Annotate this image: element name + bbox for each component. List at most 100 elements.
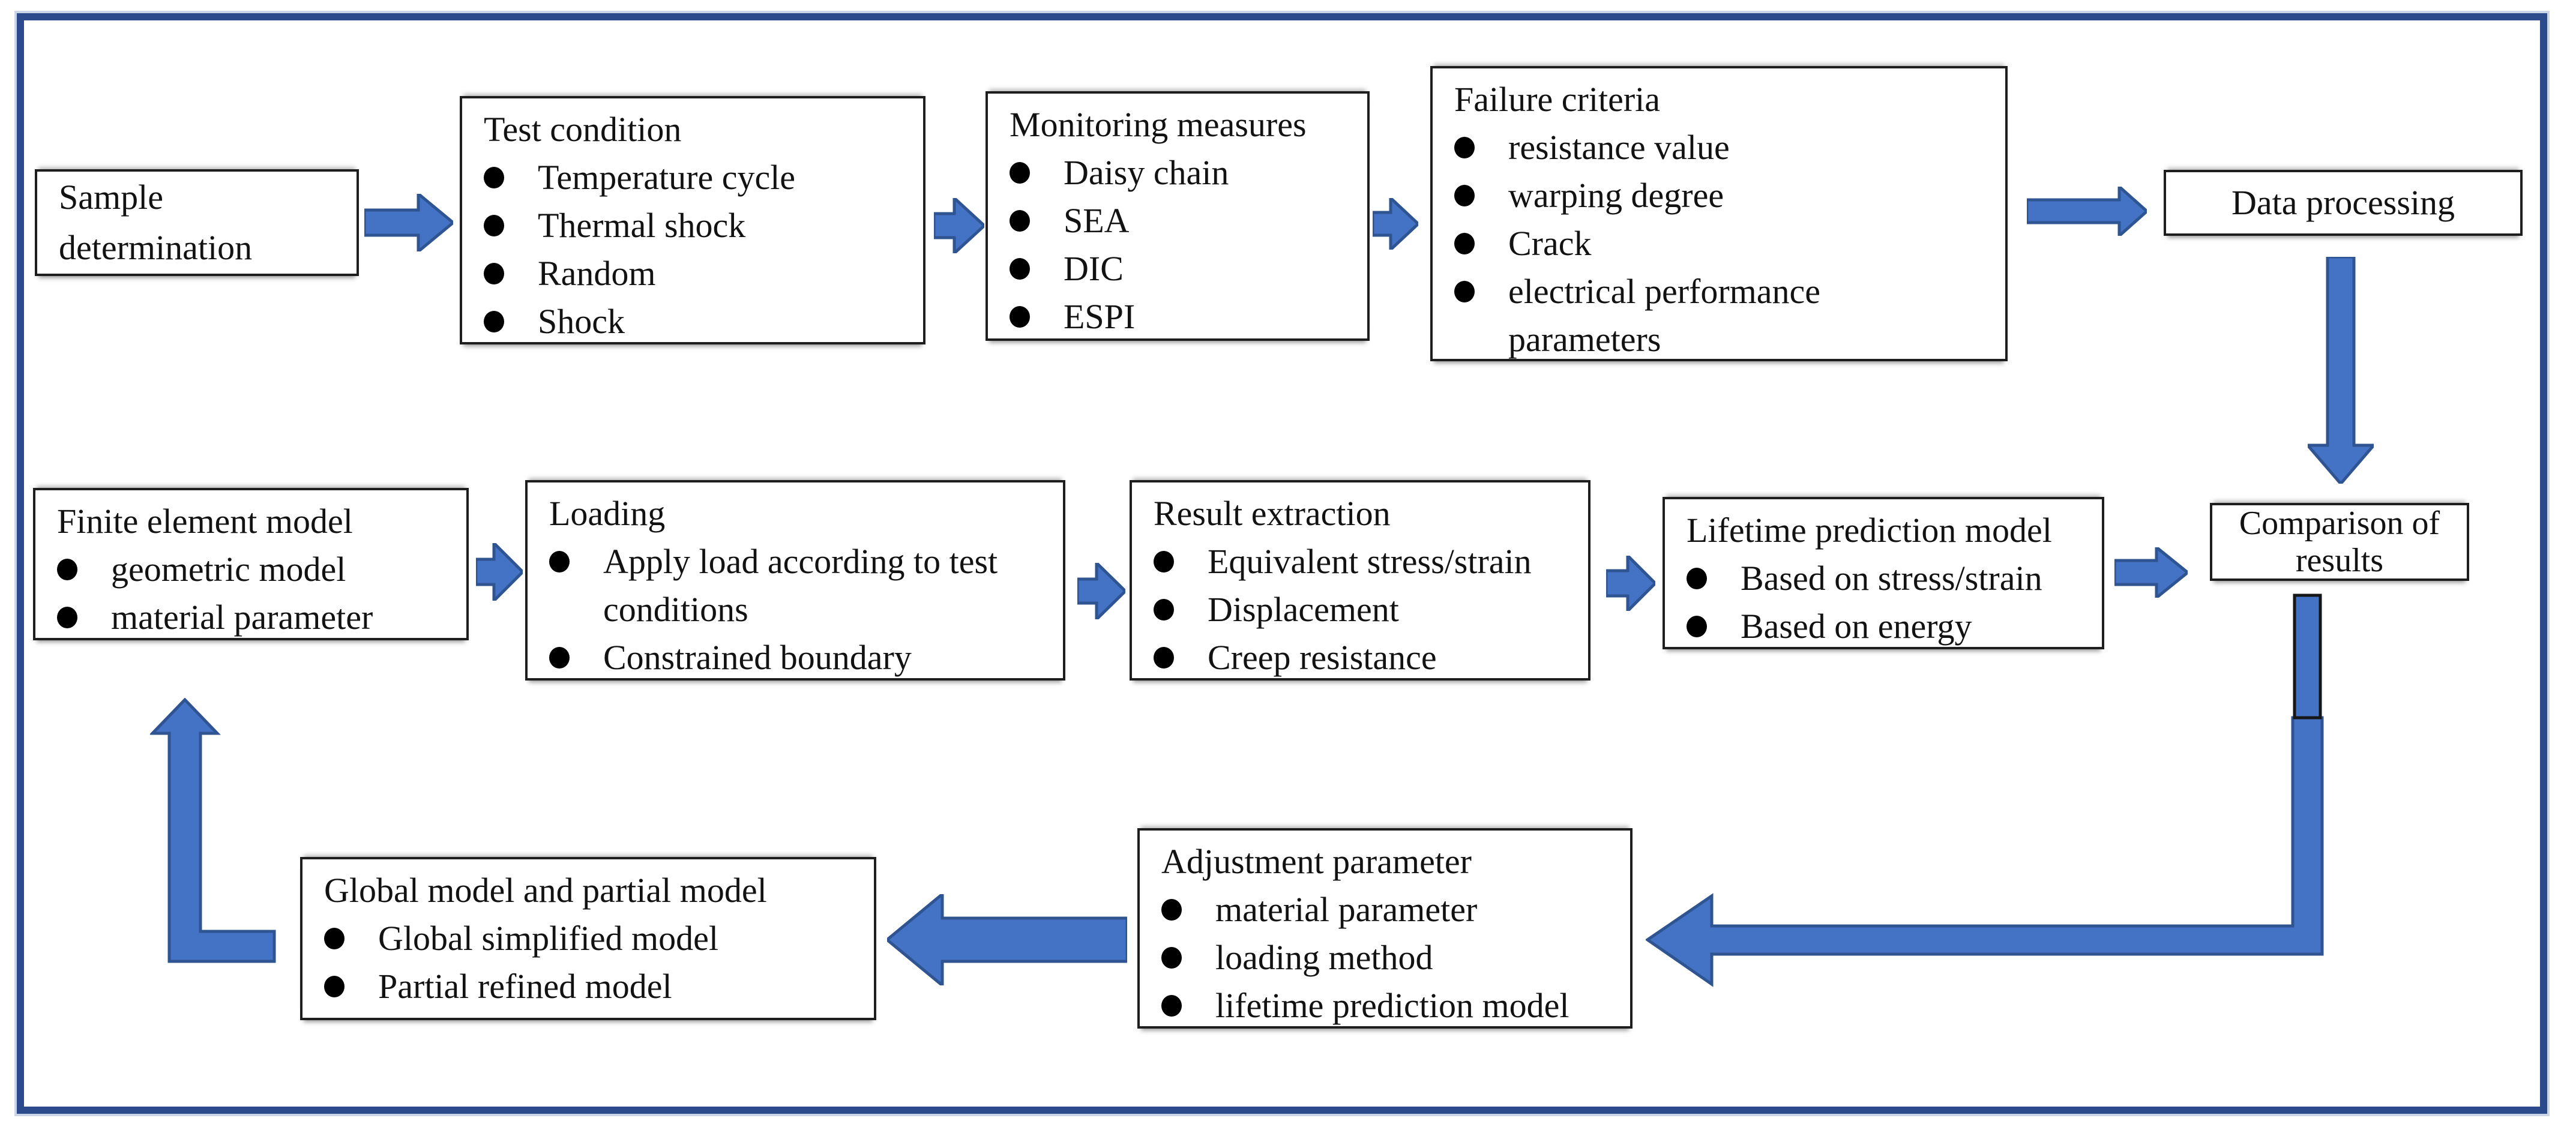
- bullet-item: warping degree: [1433, 172, 2005, 220]
- bullet-text: Global simplified model: [378, 919, 719, 958]
- node-title: Result extraction: [1154, 494, 1391, 533]
- bullet-dot: [1154, 647, 1174, 669]
- bullet-dot: [1687, 568, 1707, 589]
- bullet-item: Daisy chain: [988, 149, 1367, 197]
- bullet-text: DIC: [1064, 249, 1124, 288]
- bullet-item: Apply load according to test conditions: [528, 538, 1063, 634]
- bullet-item: electrical performance parameters: [1433, 268, 2005, 364]
- bullet-text: SEA: [1064, 201, 1130, 240]
- bullet-dot: [549, 551, 570, 572]
- node-data-processing: Data processing: [2164, 170, 2523, 236]
- bullet-dot: [324, 928, 345, 949]
- connector-comparison-to-adjustment: [1646, 594, 2324, 987]
- bullet-text: electrical performance parameters: [1508, 272, 1821, 359]
- node-adjustment-parameter: Adjustment parameter material parameter …: [1137, 828, 1633, 1029]
- bullet-item: Shock: [462, 298, 923, 346]
- bullet-item: material parameter: [1140, 886, 1630, 934]
- node-title: Monitoring measures: [1010, 105, 1307, 144]
- bullet-dot: [1454, 185, 1475, 206]
- bullet-text: resistance value: [1508, 128, 1730, 167]
- bullet-dot: [1161, 995, 1182, 1017]
- bullet-text: loading method: [1215, 938, 1433, 977]
- bullet-item: loading method: [1140, 934, 1630, 982]
- bullet-text: Constrained boundary: [603, 638, 912, 677]
- bullet-item: SEA: [988, 197, 1367, 245]
- bullet-item: DIC: [988, 245, 1367, 293]
- bullet-dot: [324, 976, 345, 997]
- arrow-failure-to-data-processing: [2027, 187, 2147, 236]
- bullet-item: Based on energy: [1665, 603, 2102, 651]
- bullet-text: geometric model: [111, 550, 346, 589]
- bullet-item: Based on stress/strain: [1665, 554, 2102, 603]
- node-comparison-of-results: Comparison of results: [2210, 503, 2469, 581]
- bullet-text: ESPI: [1064, 297, 1136, 336]
- node-title: Global model and partial model: [324, 871, 767, 910]
- bullet-dot: [1161, 947, 1182, 969]
- bullet-item: geometric model: [35, 545, 466, 594]
- bullet-item: Creep resistance: [1132, 634, 1588, 682]
- node-failure-criteria: Failure criteria resistance value warpin…: [1430, 66, 2008, 361]
- node-finite-element-model: Finite element model geometric model mat…: [33, 488, 469, 640]
- bullet-item: Global simplified model: [302, 915, 874, 963]
- bullet-item: resistance value: [1433, 124, 2005, 172]
- bullet-text: Based on energy: [1741, 607, 1972, 646]
- bullet-dot: [1454, 137, 1475, 158]
- node-title: Failure criteria: [1454, 80, 1660, 119]
- bullet-dot: [1687, 616, 1707, 637]
- bullet-item: lifetime prediction model: [1140, 982, 1630, 1030]
- bullet-text: Displacement: [1208, 590, 1399, 629]
- bullet-dot: [1010, 306, 1030, 328]
- arrow-data-processing-down: [2308, 257, 2374, 484]
- arrow-fem-to-loading: [476, 543, 523, 601]
- bullet-dot: [1154, 599, 1174, 621]
- arrow-lifetime-to-comparison: [2114, 547, 2188, 598]
- bullet-dot: [1454, 281, 1475, 302]
- node-title: Data processing: [2231, 183, 2455, 222]
- bullet-dot: [1454, 233, 1475, 254]
- bullet-text: material parameter: [111, 598, 373, 637]
- bullet-item: material parameter: [35, 594, 466, 642]
- bullet-item: Temperature cycle: [462, 154, 923, 202]
- bullet-text: Shock: [538, 302, 625, 341]
- bullet-dot: [1010, 258, 1030, 280]
- bullet-item: Partial refined model: [302, 963, 874, 1011]
- connector-global-to-fem: [150, 698, 276, 963]
- bullet-dot: [1010, 210, 1030, 232]
- bullet-text: Crack: [1508, 224, 1592, 263]
- bullet-text: material parameter: [1215, 890, 1478, 929]
- bullet-text: Equivalent stress/strain: [1208, 542, 1532, 581]
- node-title: Finite element model: [57, 502, 353, 541]
- bullet-text: Creep resistance: [1208, 638, 1437, 677]
- bullet-dot: [1161, 899, 1182, 921]
- bullet-item: ESPI: [988, 293, 1367, 341]
- node-lifetime-prediction-model: Lifetime prediction model Based on stres…: [1663, 497, 2104, 649]
- node-title: Sample determination: [59, 178, 253, 267]
- arrow-sample-to-test-condition: [364, 194, 453, 251]
- diagram-border-frame: [17, 13, 2547, 1114]
- arrow-loading-to-result: [1077, 563, 1125, 619]
- bullet-text: Based on stress/strain: [1741, 559, 2042, 598]
- bullet-text: Daisy chain: [1064, 153, 1229, 192]
- bullet-text: Thermal shock: [538, 206, 746, 245]
- bullet-dot: [1010, 162, 1030, 184]
- node-global-and-partial-model: Global model and partial model Global si…: [300, 857, 876, 1020]
- node-title: Loading: [549, 494, 666, 533]
- bullet-item: Random: [462, 250, 923, 298]
- bullet-text: Temperature cycle: [538, 158, 796, 197]
- bullet-item: Constrained boundary: [528, 634, 1063, 682]
- arrow-monitoring-to-failure: [1373, 198, 1418, 250]
- node-loading: Loading Apply load according to test con…: [525, 480, 1065, 681]
- node-title: Adjustment parameter: [1161, 842, 1472, 881]
- arrow-test-to-monitoring: [934, 198, 984, 253]
- bullet-text: warping degree: [1508, 176, 1724, 215]
- bullet-text: lifetime prediction model: [1215, 986, 1569, 1025]
- bullet-dot: [57, 559, 77, 580]
- bullet-item: Displacement: [1132, 586, 1588, 634]
- bullet-dot: [484, 311, 504, 332]
- arrow-adjustment-to-global: [887, 894, 1127, 985]
- node-result-extraction: Result extraction Equivalent stress/stra…: [1130, 480, 1590, 681]
- node-title: Lifetime prediction model: [1687, 511, 2052, 550]
- node-sample-determination: Sample determination: [35, 169, 359, 276]
- bullet-dot: [1154, 551, 1174, 572]
